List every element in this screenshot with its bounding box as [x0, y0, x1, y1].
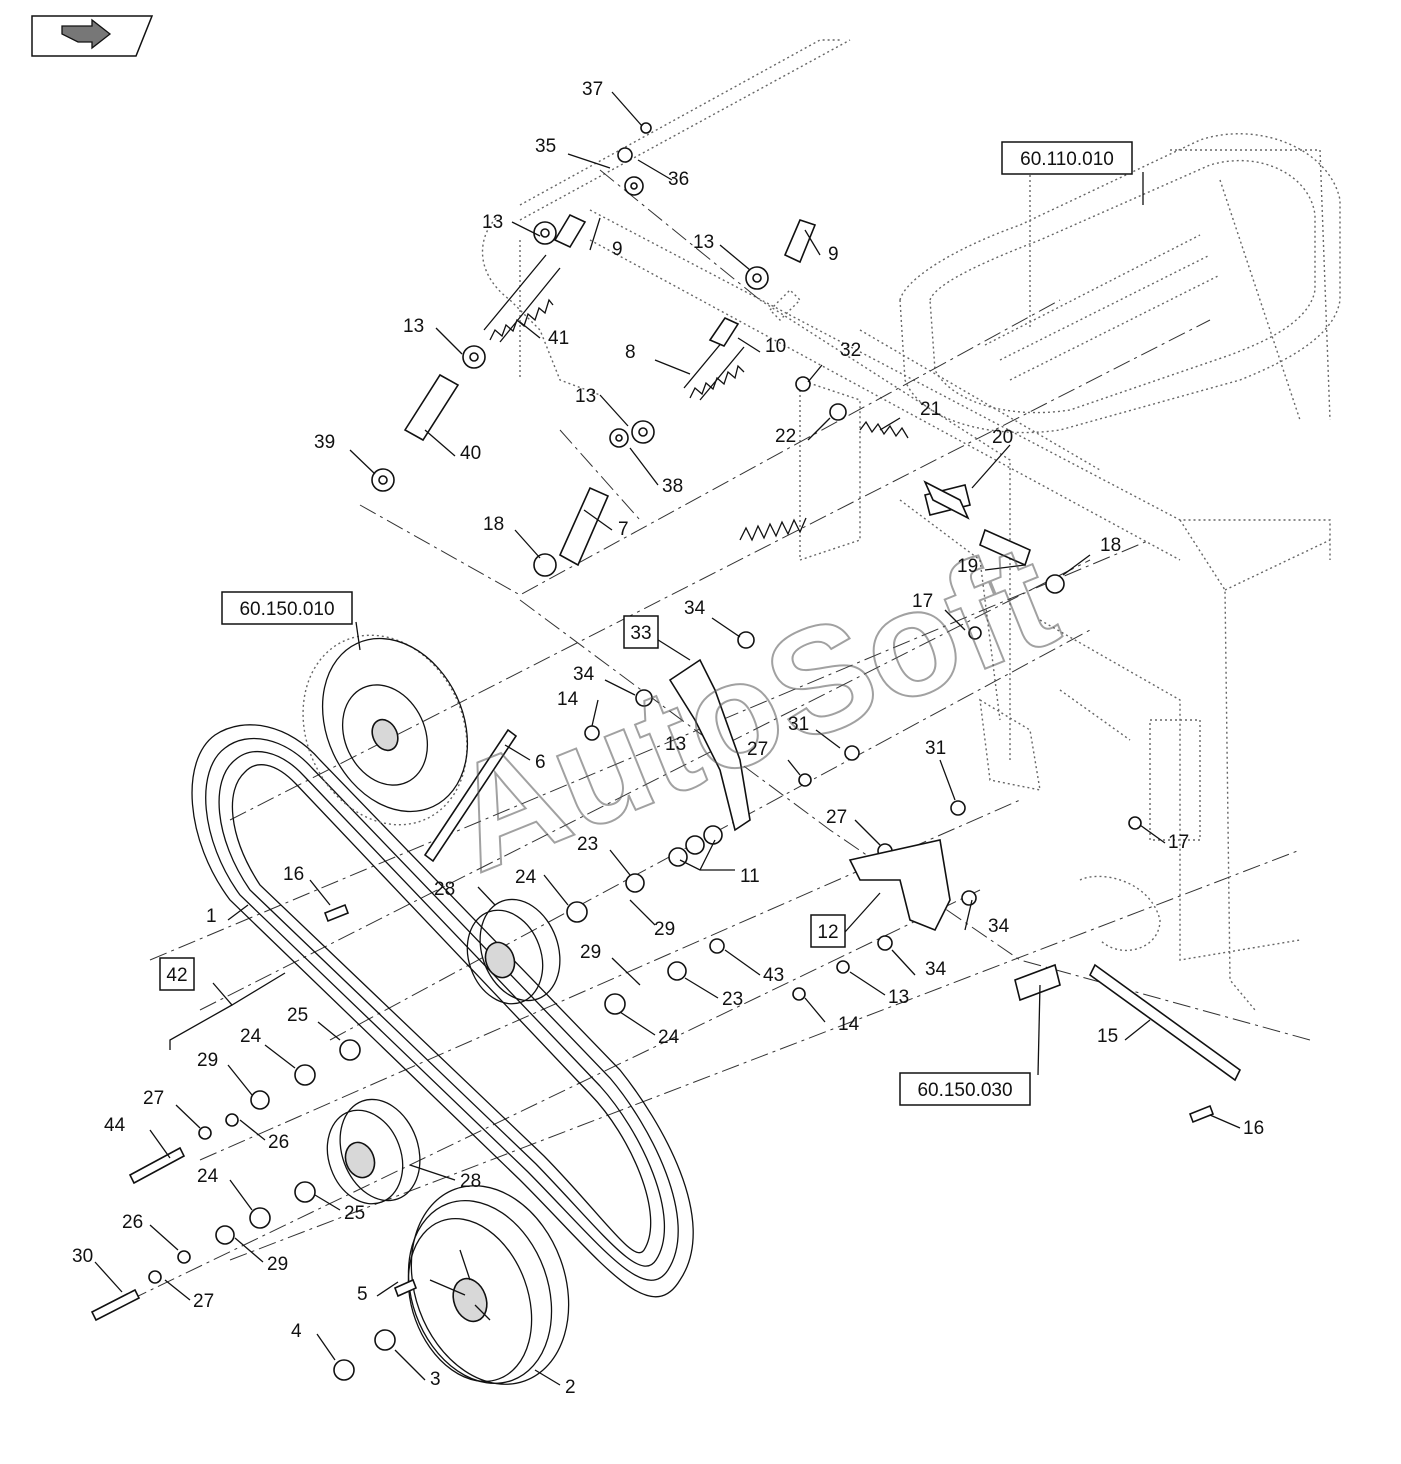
callout: 28: [434, 879, 455, 900]
callout: 14: [838, 1014, 860, 1035]
spring-21: [859, 420, 909, 439]
callout: 30: [72, 1246, 93, 1267]
callout: 13: [693, 232, 714, 253]
callout: 26: [268, 1132, 289, 1153]
watermark: AutoSoft: [426, 509, 1078, 904]
callout: 3: [430, 1369, 441, 1390]
callout: 13: [482, 212, 503, 233]
callout: 16: [283, 864, 304, 885]
callout: 35: [535, 136, 556, 157]
return-button[interactable]: [31, 15, 154, 57]
callout: 24: [197, 1166, 219, 1187]
callout: 13: [665, 734, 686, 755]
reference-box-12[interactable]: 12: [810, 914, 846, 948]
callout: 16: [1243, 1118, 1264, 1139]
callout: 21: [920, 399, 941, 420]
svg-text:60.110.010: 60.110.010: [1020, 149, 1114, 170]
callout: 9: [828, 244, 839, 265]
callout: 18: [483, 514, 504, 535]
callout: 24: [240, 1026, 262, 1047]
callout: 13: [403, 316, 424, 337]
spring-center: [739, 517, 807, 542]
callout: 34: [573, 664, 595, 685]
reference-box-60-110-010[interactable]: 60.110.010: [1001, 141, 1133, 175]
leader-lines: [94, 91, 1241, 1386]
callout: 44: [104, 1115, 126, 1136]
callout: 28: [460, 1171, 481, 1192]
callout: 25: [287, 1005, 308, 1026]
callout: 29: [197, 1050, 218, 1071]
svg-text:AutoSoft: AutoSoft: [427, 510, 1077, 903]
lower-pulley: [407, 1185, 570, 1385]
callout: 32: [840, 340, 861, 361]
callout: 34: [925, 959, 947, 980]
callout: 9: [612, 239, 623, 260]
callout: 39: [314, 432, 335, 453]
callout: 23: [577, 834, 598, 855]
callout: 24: [658, 1027, 680, 1048]
svg-text:42: 42: [166, 965, 187, 986]
svg-text:33: 33: [630, 623, 651, 644]
svg-text:12: 12: [817, 922, 838, 943]
callout: 34: [684, 598, 706, 619]
callout: 7: [618, 519, 629, 540]
callout: 13: [888, 987, 909, 1008]
svg-text:60.150.010: 60.150.010: [239, 599, 334, 620]
idler-pulley-lower: [326, 1098, 421, 1205]
callout: 23: [722, 989, 743, 1010]
callout: 36: [668, 169, 689, 190]
callout: 27: [747, 739, 768, 760]
reference-box-33[interactable]: 33: [623, 615, 659, 649]
callout: 24: [515, 867, 537, 888]
reference-box-60-150-030[interactable]: 60.150.030: [899, 1072, 1031, 1106]
callout: 6: [535, 752, 546, 773]
callout: 38: [662, 476, 683, 497]
callout: 43: [763, 965, 784, 986]
machine-frame: [481, 39, 1341, 1011]
return-arrow-icon: [61, 18, 112, 50]
callout: 29: [267, 1254, 288, 1275]
callout: 22: [775, 426, 796, 447]
callout: 2: [565, 1377, 576, 1398]
reference-box-42[interactable]: 42: [159, 957, 195, 991]
callout: 10: [765, 336, 786, 357]
callout: 25: [344, 1203, 365, 1224]
callout: 1: [206, 906, 217, 927]
callout: 31: [788, 714, 809, 735]
callout: 11: [740, 866, 760, 887]
callout: 31: [925, 738, 946, 759]
callouts: 37 35 36 13 9 13 9 13 41 8 10 32 21 22 1…: [72, 79, 1264, 1398]
callout: 5: [357, 1284, 368, 1305]
spring-8: [683, 334, 745, 401]
callout: 26: [122, 1212, 143, 1233]
callout: 34: [988, 916, 1010, 937]
callout: 29: [580, 942, 601, 963]
callout: 4: [291, 1321, 302, 1342]
callout: 29: [654, 919, 675, 940]
callout: 17: [912, 591, 933, 612]
reference-box-60-150-010[interactable]: 60.150.010: [221, 591, 353, 625]
callout: 41: [548, 328, 569, 349]
callout: 27: [193, 1291, 214, 1312]
callout: 14: [557, 689, 579, 710]
callout: 18: [1100, 535, 1121, 556]
svg-text:60.150.030: 60.150.030: [917, 1080, 1012, 1101]
callout: 17: [1168, 832, 1189, 853]
callout: 15: [1097, 1026, 1118, 1047]
small-parts: [90, 122, 1242, 1381]
callout: 8: [625, 342, 636, 363]
callout: 40: [460, 443, 481, 464]
callout: 20: [992, 427, 1013, 448]
callout: 37: [582, 79, 603, 100]
callout: 19: [957, 556, 978, 577]
idler-pulley-upper: [466, 898, 561, 1005]
callout: 13: [575, 386, 596, 407]
upper-pulley: [302, 634, 469, 826]
callout: 27: [143, 1088, 164, 1109]
callout: 27: [826, 807, 847, 828]
